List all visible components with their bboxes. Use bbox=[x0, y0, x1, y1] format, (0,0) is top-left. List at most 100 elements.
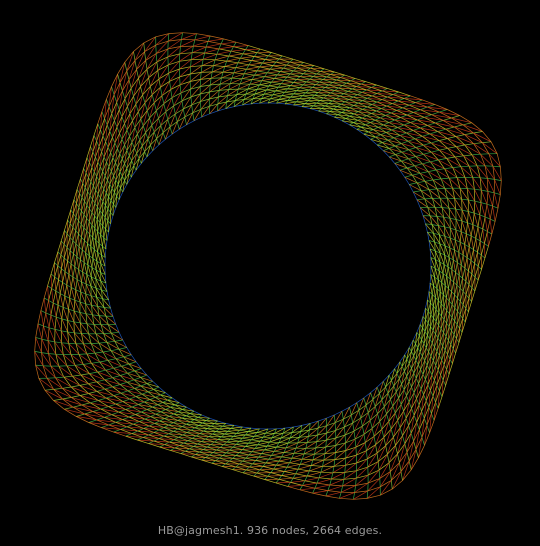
mesh-edge bbox=[81, 404, 101, 410]
mesh-edge bbox=[284, 467, 288, 472]
mesh-edge bbox=[115, 153, 121, 163]
mesh-edge bbox=[149, 399, 158, 405]
mesh-edge bbox=[108, 166, 112, 172]
mesh-edge bbox=[80, 178, 84, 184]
mesh-edge bbox=[378, 126, 392, 131]
mesh-edge bbox=[462, 281, 467, 292]
mesh-edge bbox=[236, 432, 246, 436]
mesh-edge bbox=[415, 335, 420, 345]
mesh-edge bbox=[190, 93, 201, 98]
mesh-edge bbox=[345, 107, 350, 111]
mesh-edge bbox=[96, 297, 105, 308]
mesh-edge bbox=[446, 310, 450, 315]
mesh-edge bbox=[380, 134, 394, 139]
mesh-edge bbox=[53, 389, 63, 400]
mesh-edge bbox=[103, 307, 111, 309]
mesh-edge bbox=[353, 113, 363, 119]
mesh-edge bbox=[443, 332, 447, 337]
mesh-edge bbox=[300, 64, 314, 66]
mesh-edge bbox=[100, 188, 105, 199]
mesh-edge bbox=[167, 39, 182, 50]
mesh-edge bbox=[107, 200, 112, 209]
mesh-edge bbox=[57, 240, 62, 252]
mesh-edge bbox=[92, 135, 95, 153]
mesh-edge bbox=[420, 109, 432, 116]
mesh-edge bbox=[239, 437, 243, 442]
mesh-edge bbox=[148, 434, 165, 437]
mesh-edge bbox=[325, 105, 334, 110]
mesh-edge bbox=[217, 420, 226, 424]
mesh-edge bbox=[203, 449, 214, 453]
mesh-edge bbox=[459, 231, 462, 243]
mesh-edge bbox=[141, 368, 148, 376]
mesh-edge bbox=[132, 104, 137, 121]
mesh-edge bbox=[459, 242, 464, 256]
mesh-edge bbox=[224, 432, 237, 435]
mesh-edge bbox=[242, 98, 254, 106]
mesh-edge bbox=[97, 251, 102, 256]
mesh-edge bbox=[191, 456, 206, 458]
mesh-edge bbox=[357, 94, 372, 97]
mesh-edge bbox=[335, 442, 346, 446]
mesh-edge bbox=[303, 447, 316, 455]
mesh-edge bbox=[61, 318, 68, 321]
mesh-edge bbox=[261, 76, 265, 81]
mesh-edge bbox=[372, 393, 380, 400]
mesh-edge bbox=[60, 293, 65, 297]
mesh-edge bbox=[140, 151, 145, 164]
mesh-edge bbox=[465, 297, 470, 309]
mesh-edge bbox=[464, 143, 474, 146]
mesh-edge bbox=[441, 207, 444, 218]
mesh-edge bbox=[130, 88, 134, 97]
mesh-edge bbox=[256, 66, 260, 72]
mesh-edge bbox=[460, 254, 464, 266]
mesh-edge bbox=[472, 213, 475, 225]
mesh-edge bbox=[90, 402, 102, 410]
mesh-edge bbox=[48, 353, 52, 367]
mesh-edge bbox=[104, 388, 122, 394]
mesh-edge bbox=[376, 84, 388, 89]
mesh-edge bbox=[345, 446, 357, 459]
mesh-edge bbox=[283, 76, 288, 81]
mesh-edge bbox=[293, 92, 306, 95]
mesh-edge bbox=[411, 339, 414, 352]
mesh-edge bbox=[201, 441, 215, 443]
mesh-edge bbox=[458, 275, 463, 279]
mesh-edge bbox=[92, 237, 95, 250]
mesh-edge bbox=[379, 393, 383, 401]
mesh-edge bbox=[314, 484, 330, 489]
mesh-edge bbox=[415, 153, 424, 157]
mesh-edge bbox=[74, 266, 78, 280]
mesh-edge bbox=[91, 212, 95, 217]
mesh-edge bbox=[342, 82, 347, 86]
mesh-edge bbox=[431, 330, 434, 344]
mesh-edge bbox=[360, 83, 372, 88]
mesh-edge bbox=[269, 437, 273, 443]
mesh-edge bbox=[454, 229, 457, 241]
mesh-edge bbox=[326, 76, 341, 78]
mesh-edge bbox=[211, 65, 214, 72]
mesh-edge bbox=[233, 45, 249, 47]
mesh-edge bbox=[460, 166, 466, 178]
mesh-edge bbox=[69, 250, 74, 255]
mesh-edge bbox=[317, 428, 319, 436]
mesh-edge bbox=[191, 437, 202, 442]
mesh-edge bbox=[172, 129, 180, 135]
mesh-edge bbox=[179, 84, 182, 93]
mesh-edge bbox=[218, 455, 224, 459]
mesh-edge bbox=[267, 72, 278, 76]
mesh-edge bbox=[189, 448, 200, 453]
mesh-edge bbox=[238, 449, 243, 453]
mesh-edge bbox=[115, 199, 120, 208]
mesh-edge bbox=[47, 285, 52, 289]
mesh-edge bbox=[209, 96, 219, 100]
mesh-edge bbox=[239, 460, 243, 465]
mesh-edge bbox=[356, 86, 372, 88]
mesh-edge bbox=[113, 395, 124, 402]
mesh-edge bbox=[257, 441, 270, 446]
mesh-edge bbox=[105, 205, 109, 210]
mesh-edge bbox=[228, 53, 243, 57]
mesh-edge bbox=[319, 477, 332, 480]
mesh-edge bbox=[89, 195, 91, 209]
mesh-edge bbox=[435, 365, 439, 371]
